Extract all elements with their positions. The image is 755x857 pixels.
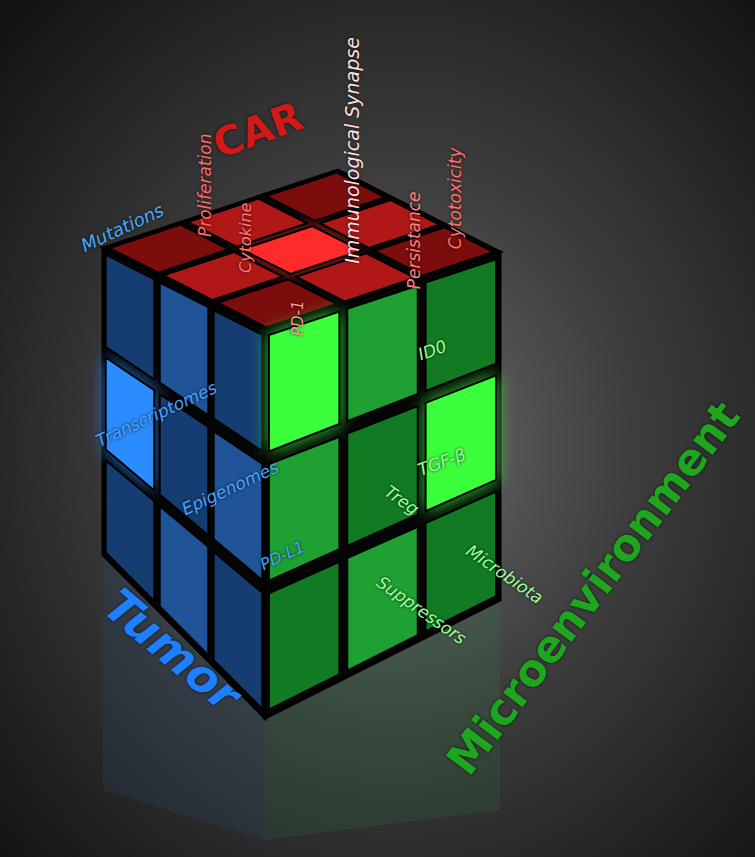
cube-cell [214, 310, 263, 451]
cube-cell [426, 259, 497, 391]
cube-cell [106, 255, 155, 380]
cube-cell [269, 562, 340, 710]
cube-cell [347, 285, 418, 421]
cube-label: Immunological Synapse [342, 37, 363, 264]
cube-label: Cytotoxicity [447, 147, 466, 249]
cube-cell [106, 460, 155, 601]
cube-label: PD-1 [290, 300, 307, 336]
cube-cell [426, 375, 497, 511]
cube-label: Persistance [405, 191, 424, 289]
cube-cell [347, 406, 418, 546]
cube-label: Proliferation [197, 133, 216, 237]
cell-glow [426, 375, 497, 511]
microenvironment-face [265, 252, 500, 718]
face-backing [265, 252, 500, 718]
cube-label: Cytokine [237, 203, 255, 273]
